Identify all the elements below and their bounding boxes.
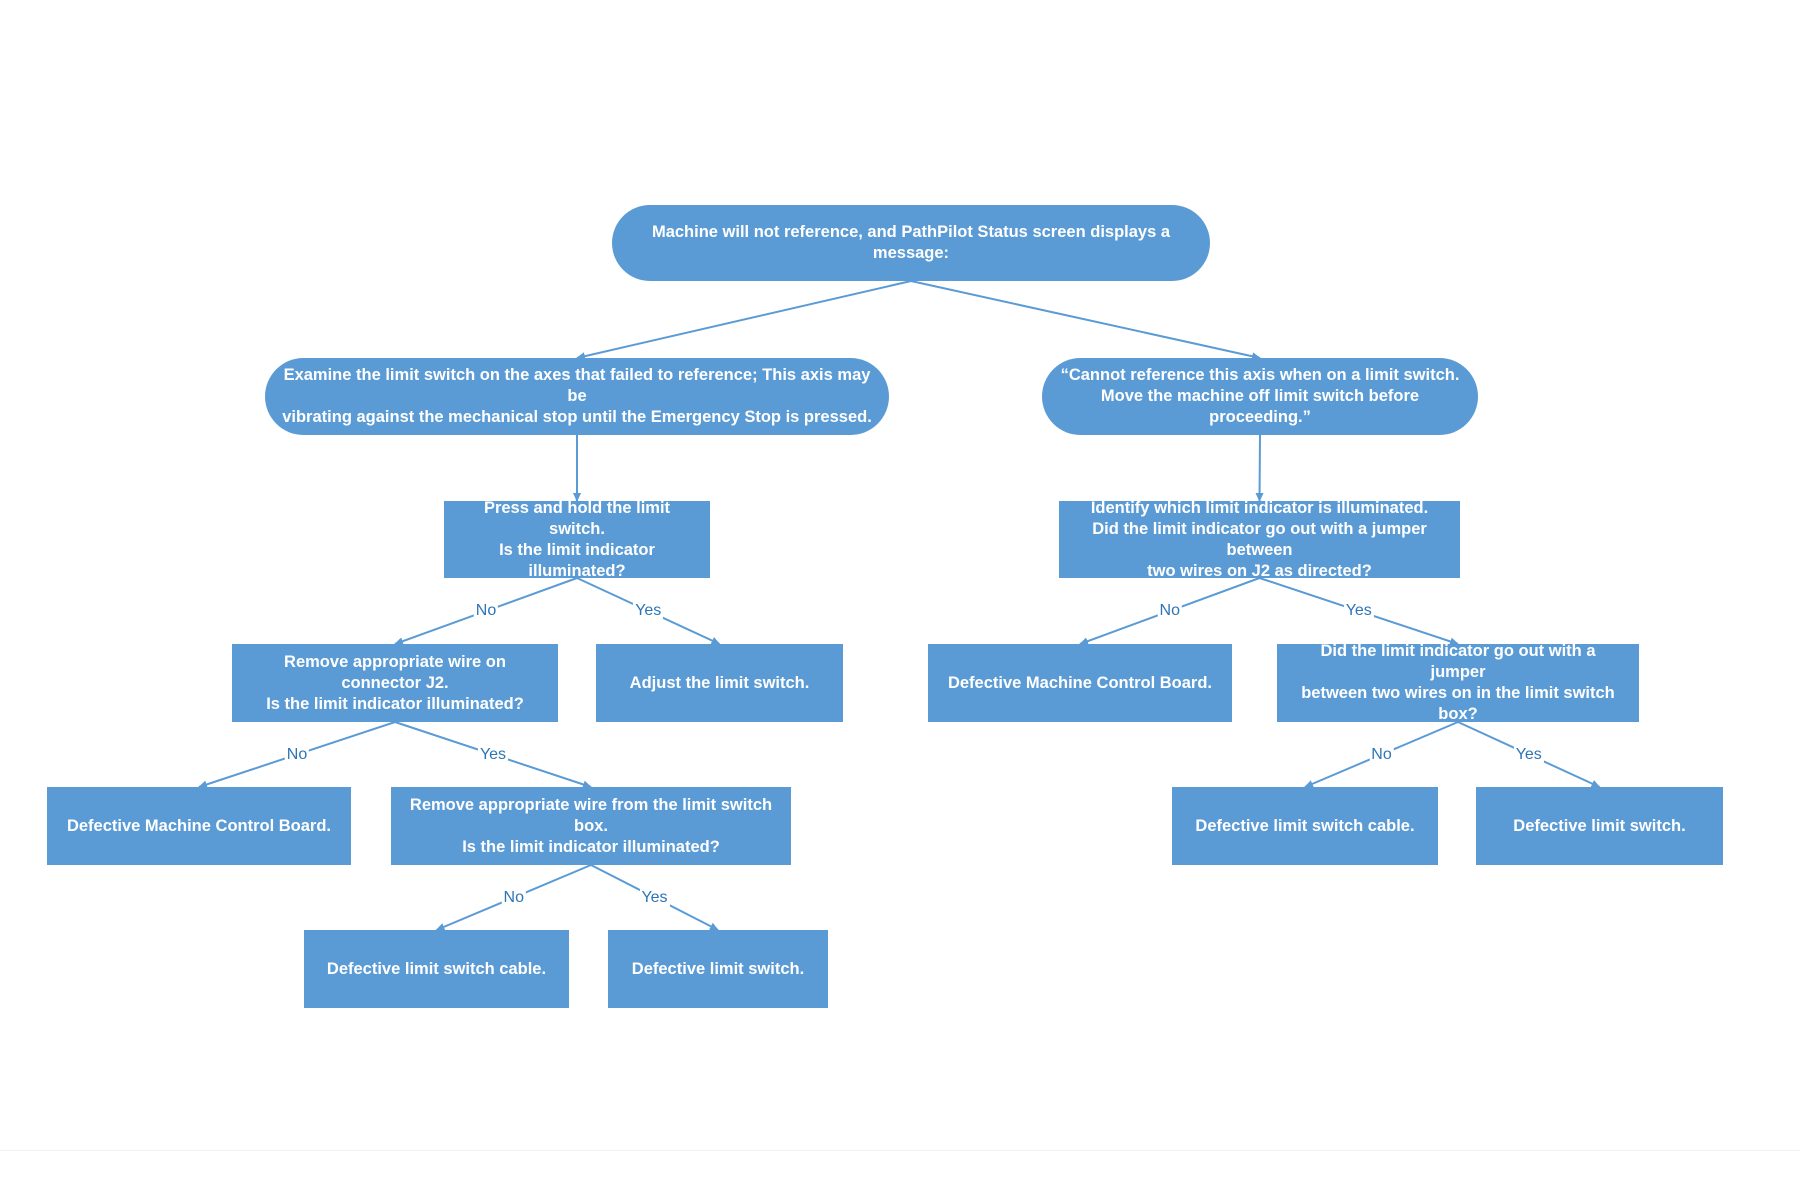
remove-wire-j2-decision-text: Remove appropriate wire on connector J2.… — [266, 652, 524, 713]
edge-label-yes: Yes — [1343, 602, 1374, 620]
edge-label-yes: Yes — [633, 602, 664, 620]
defective-cable-left-text: Defective limit switch cable. — [326, 959, 547, 978]
remove-wire-box-decision-node: Remove appropriate wire from the limit s… — [391, 787, 791, 865]
defective-board-right-text: Defective Machine Control Board. — [947, 673, 1213, 692]
defective-switch-left-text: Defective limit switch. — [631, 959, 805, 978]
examine-limit-switch-text: Examine the limit switch on the axes tha… — [282, 366, 872, 426]
edge-label-no: No — [501, 888, 526, 907]
defective-cable-right-node: Defective limit switch cable. — [1172, 787, 1438, 865]
defective-board-left-text: Defective Machine Control Board. — [66, 816, 332, 835]
edge-label-yes: Yes — [639, 888, 670, 907]
press-hold-decision-text: Press and hold the limit switch. Is the … — [483, 498, 671, 580]
edge-label-yes: Yes — [1513, 745, 1544, 764]
adjust-limit-switch-node: Adjust the limit switch. — [596, 644, 843, 722]
identify-indicator-decision-node: Identify which limit indicator is illumi… — [1059, 499, 1460, 580]
examine-limit-switch-node: Examine the limit switch on the axes tha… — [265, 358, 889, 435]
edge-label-yes: Yes — [477, 745, 509, 764]
page-divider — [0, 1150, 1800, 1151]
connector-start-to-cannot_ref — [910, 280, 1261, 361]
edge-label-no: No — [284, 745, 310, 764]
remove-wire-j2-decision-node: Remove appropriate wire on connector J2.… — [232, 644, 558, 722]
press-hold-decision-node: Press and hold the limit switch. Is the … — [444, 499, 710, 580]
defective-board-right-node: Defective Machine Control Board. — [928, 644, 1232, 722]
defective-switch-left-node: Defective limit switch. — [608, 930, 828, 1008]
defective-board-left-node: Defective Machine Control Board. — [47, 787, 351, 865]
start-node: Machine will not reference, and PathPilo… — [612, 205, 1210, 281]
remove-wire-box-decision-text: Remove appropriate wire from the limit s… — [409, 795, 773, 856]
defective-switch-right-text: Defective limit switch. — [1513, 816, 1686, 835]
jumper-limit-box-decision-text: Did the limit indicator go out with a ju… — [1301, 642, 1615, 723]
start-node-text: Machine will not reference, and PathPilo… — [651, 223, 1171, 262]
edge-label-no: No — [473, 602, 499, 620]
defective-switch-right-node: Defective limit switch. — [1476, 787, 1723, 865]
defective-cable-right-text: Defective limit switch cable. — [1195, 816, 1415, 835]
identify-indicator-decision-text: Identify which limit indicator is illumi… — [1090, 498, 1429, 580]
defective-cable-left-node: Defective limit switch cable. — [304, 930, 569, 1008]
adjust-limit-switch-text: Adjust the limit switch. — [629, 673, 810, 692]
cannot-reference-message-text: “Cannot reference this axis when on a li… — [1060, 366, 1460, 426]
jumper-limit-box-decision-node: Did the limit indicator go out with a ju… — [1277, 642, 1639, 723]
cannot-reference-message-node: “Cannot reference this axis when on a li… — [1042, 358, 1478, 435]
edge-label-no: No — [1157, 602, 1182, 620]
connector-start-to-examine — [576, 280, 912, 361]
edge-label-no: No — [1369, 745, 1394, 764]
connector-cannot_ref-to-identify — [1255, 434, 1264, 502]
